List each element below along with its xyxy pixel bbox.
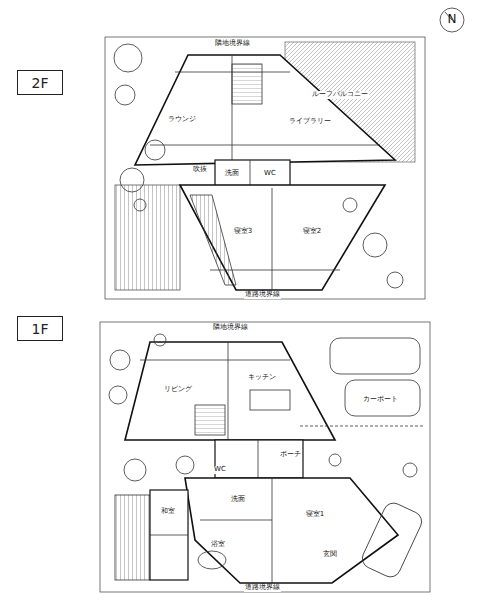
plan-stroke: [154, 334, 166, 346]
room-name: 和室: [160, 508, 176, 516]
plan-stroke: [176, 456, 194, 474]
void-name: 吹抜: [192, 166, 208, 174]
plan-stroke: [145, 140, 165, 160]
plan-stroke: [135, 55, 395, 165]
plan-stroke: [272, 478, 273, 583]
plan-stroke: [190, 195, 236, 285]
plan-stroke: [345, 380, 420, 416]
room-name: ラウンジ: [167, 116, 197, 124]
boundary-note: 道路境界線: [244, 291, 281, 299]
plan-stroke: [363, 233, 387, 257]
plan-stroke: [100, 8, 464, 592]
boundary-note: 隣地境界線: [212, 324, 249, 332]
plan-stroke: [150, 145, 380, 146]
plan-stroke: [105, 37, 425, 299]
plan-stroke: [115, 495, 150, 580]
room-name: 寝室2: [302, 228, 322, 236]
floor-label: 2F: [32, 75, 49, 91]
plan-stroke: [100, 322, 430, 592]
plan-stroke: [109, 386, 127, 404]
plan-stroke: [195, 405, 225, 435]
plan-stroke: [114, 44, 142, 72]
plan-stroke: [232, 64, 262, 104]
room-name: 玄関: [322, 551, 338, 559]
floor-label-box: 1F: [17, 316, 63, 341]
plan-stroke: [272, 188, 273, 290]
room-name: キッチン: [247, 374, 277, 382]
plan-stroke: [134, 199, 146, 211]
porch-name: ポーチ: [279, 451, 302, 459]
plan-stroke: [200, 520, 272, 521]
plan-stroke: [185, 478, 398, 583]
plan-stroke: [120, 168, 144, 192]
plan-stroke: [215, 440, 303, 478]
room-name: WC: [263, 170, 277, 178]
plan-stroke: [440, 8, 464, 32]
boundary-note: 道路境界線: [244, 584, 281, 592]
plan-stroke: [140, 360, 290, 361]
boundary-note: 隣地境界線: [214, 40, 251, 48]
plan-stroke: [198, 551, 226, 569]
plan-stroke: [125, 342, 335, 440]
plan-stroke: [403, 463, 417, 477]
room-name: 浴室: [210, 541, 226, 549]
carport-name: カーポート: [362, 396, 399, 404]
floor-label-box: 2F: [17, 70, 63, 95]
plan-stroke: [258, 440, 259, 478]
room-name: WC: [213, 466, 227, 474]
plan-stroke: [330, 338, 420, 374]
room-name: 寝室3: [233, 228, 253, 236]
plan-stroke: [343, 198, 357, 212]
plan-stroke: [180, 185, 385, 290]
plan-stroke: [250, 390, 290, 410]
plan-stroke: [359, 500, 425, 580]
plan-stroke: [228, 342, 229, 440]
plan-stroke: [215, 160, 290, 188]
plan-stroke: [150, 535, 188, 536]
floor-label: 1F: [32, 321, 49, 337]
plan-stroke: [150, 490, 188, 580]
plan-stroke: [329, 454, 341, 466]
plan-stroke: [110, 350, 130, 370]
room-name: ライブラリー: [288, 118, 332, 126]
plan-stroke: [115, 85, 135, 105]
balcony-name: ルーフバルコニー: [311, 91, 369, 99]
plan-stroke: [124, 459, 146, 481]
room-name: 洗面: [230, 496, 246, 504]
room-name: 寝室1: [305, 511, 325, 519]
plan-stroke: [300, 426, 425, 427]
plan-stroke: [387, 272, 403, 288]
room-name: リビング: [163, 386, 193, 394]
room-name: 洗面: [224, 170, 240, 178]
compass-north: N: [447, 13, 458, 26]
plan-stroke: [210, 270, 340, 271]
plan-stroke: [250, 160, 251, 188]
plan-stroke: [115, 185, 180, 290]
